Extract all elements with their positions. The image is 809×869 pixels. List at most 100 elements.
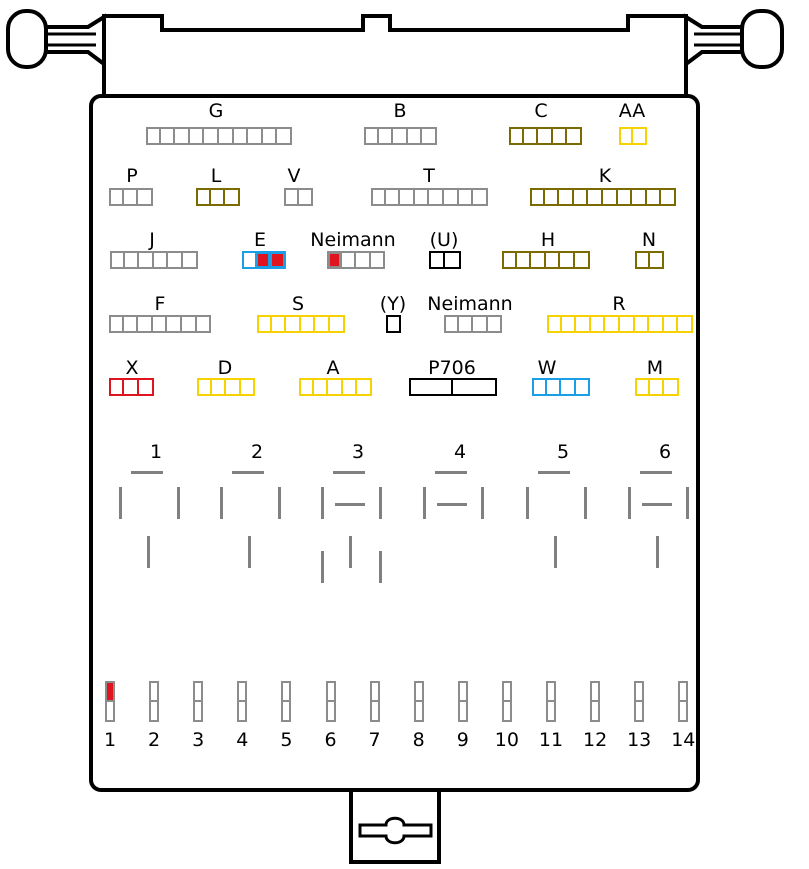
connector-f[interactable] <box>109 315 212 333</box>
fuse-7[interactable] <box>369 681 380 722</box>
connector-pin <box>649 378 665 396</box>
fuse-label: 10 <box>494 729 519 751</box>
fuse-3[interactable] <box>193 681 204 722</box>
connector-pin <box>152 315 168 333</box>
connector-label: D <box>217 357 233 379</box>
fuse-13[interactable] <box>634 681 645 722</box>
connector-pin <box>429 251 445 269</box>
connector-n[interactable] <box>635 251 665 269</box>
connector-pin <box>182 251 198 269</box>
connector-c[interactable] <box>509 127 582 145</box>
fuse-11[interactable] <box>546 681 556 722</box>
fuse-2[interactable] <box>149 681 160 722</box>
connector-m[interactable] <box>635 378 679 396</box>
connector-w[interactable] <box>532 378 591 396</box>
connector-pin <box>532 378 547 396</box>
relay-contact-top <box>435 471 467 474</box>
connector-x[interactable] <box>109 378 154 396</box>
fuse-divider <box>283 700 290 702</box>
connector-p706[interactable] <box>409 378 497 396</box>
connector-neimann[interactable] <box>327 251 386 269</box>
connector-pin <box>602 188 618 206</box>
connector-pin <box>240 378 256 396</box>
connector-d[interactable] <box>197 378 256 396</box>
connector-a[interactable] <box>299 378 372 396</box>
connector-u[interactable] <box>429 251 461 269</box>
connector-k[interactable] <box>530 188 676 206</box>
connector-label: AA <box>618 100 646 122</box>
fuse-label: 13 <box>627 729 652 751</box>
connector-pin <box>277 127 292 145</box>
fuse-5[interactable] <box>281 681 292 722</box>
fuse-9[interactable] <box>457 681 468 722</box>
connector-neimann[interactable] <box>444 315 503 333</box>
connector-pin <box>210 188 226 206</box>
connector-label: G <box>208 100 224 122</box>
connector-l[interactable] <box>196 188 240 206</box>
connector-label: Neimann <box>427 293 513 315</box>
fuse-14[interactable] <box>678 681 689 722</box>
connector-pin <box>567 127 582 145</box>
relay-label: 5 <box>556 441 570 463</box>
connector-s[interactable] <box>257 315 345 333</box>
left-mount-pin <box>6 9 106 69</box>
relay-contact-bottom <box>349 536 352 568</box>
connector-pin <box>544 188 560 206</box>
right-mount-pin <box>684 9 784 69</box>
connector-pin <box>225 188 240 206</box>
connector-label: P <box>126 165 138 187</box>
connector-aa[interactable] <box>619 127 647 145</box>
connector-label: Neimann <box>310 229 396 251</box>
fuse-12[interactable] <box>590 681 601 722</box>
connector-y[interactable] <box>386 315 401 333</box>
connector-pin <box>473 188 488 206</box>
connector-pin <box>139 251 154 269</box>
fuse-label: 11 <box>538 729 564 751</box>
connector-j[interactable] <box>110 251 198 269</box>
connector-pin <box>422 127 437 145</box>
relay-contact-right <box>584 487 587 519</box>
connector-label: E <box>253 229 267 251</box>
fuse-8[interactable] <box>413 681 424 722</box>
connector-pin <box>646 188 662 206</box>
fuse-divider <box>592 700 599 702</box>
connector-pin <box>386 315 401 333</box>
fuse-label: 9 <box>456 729 469 751</box>
fuse-1[interactable] <box>105 681 115 722</box>
connector-pin <box>364 127 379 145</box>
connector-pin <box>487 315 503 333</box>
connector-label: T <box>423 165 435 187</box>
connector-pin <box>242 251 257 269</box>
connector-pin <box>109 188 124 206</box>
connector-label: J <box>149 229 155 251</box>
connector-r[interactable] <box>547 315 693 333</box>
relay-contact-left <box>628 487 631 519</box>
connector-pin <box>168 251 183 269</box>
connector-g[interactable] <box>146 127 292 145</box>
connector-pin <box>516 251 532 269</box>
connector-pin <box>523 127 539 145</box>
connector-pin <box>146 127 161 145</box>
relay-contact-left <box>526 487 529 519</box>
connector-e[interactable] <box>242 251 286 269</box>
connector-v[interactable] <box>284 188 314 206</box>
relay-label: 2 <box>250 441 264 463</box>
connector-p[interactable] <box>109 188 153 206</box>
connector-pin <box>123 315 139 333</box>
fuse-divider <box>680 700 687 702</box>
connector-t[interactable] <box>371 188 488 206</box>
fuse-label: 14 <box>671 729 696 751</box>
fuse-10[interactable] <box>501 681 512 722</box>
relay-contact-left <box>220 487 223 519</box>
relay-contact-mid <box>437 503 467 506</box>
connector-h[interactable] <box>502 251 590 269</box>
connector-pin <box>196 315 212 333</box>
connector-pin <box>257 315 272 333</box>
relay-contact-right <box>177 487 180 519</box>
connector-pin <box>649 315 664 333</box>
connector-b[interactable] <box>364 127 437 145</box>
connector-pin <box>445 251 461 269</box>
fuse-6[interactable] <box>325 681 336 722</box>
relay-contact-bottom <box>554 536 557 568</box>
fuse-4[interactable] <box>237 681 248 722</box>
